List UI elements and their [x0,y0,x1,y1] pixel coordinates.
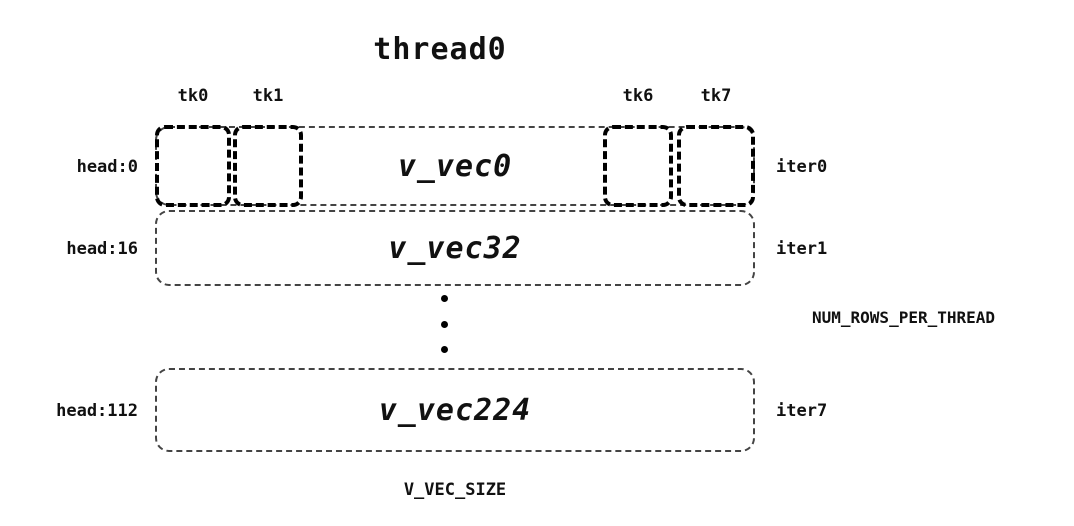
vertical-ellipsis-icon [437,295,451,353]
iter0-label: iter0 [776,157,828,177]
vvec224-row: v_vec224 [155,368,755,452]
diagram-title: thread0 [373,32,507,67]
tk7-label: tk7 [700,86,732,106]
v-vec-size-label: V_VEC_SIZE [403,480,507,500]
tk0-label: tk0 [177,86,209,106]
iter7-label: iter7 [776,401,828,421]
tk6-box [603,125,673,207]
vvec224-label: v_vec224 [378,392,532,428]
head16-label: head:16 [66,239,138,259]
head0-label: head:0 [76,157,138,177]
num-rows-per-thread-label: NUM_ROWS_PER_THREAD [812,308,996,327]
vvec32-label: v_vec32 [388,230,522,266]
head112-label: head:112 [56,401,138,421]
tk1-box [233,125,303,207]
vvec32-row: v_vec32 [155,210,755,286]
tk0-box [155,125,231,207]
vvec0-label: v_vec0 [397,148,513,184]
iter1-label: iter1 [776,239,828,259]
tk7-box [677,125,755,207]
tk1-label: tk1 [252,86,284,106]
tk6-label: tk6 [622,86,654,106]
